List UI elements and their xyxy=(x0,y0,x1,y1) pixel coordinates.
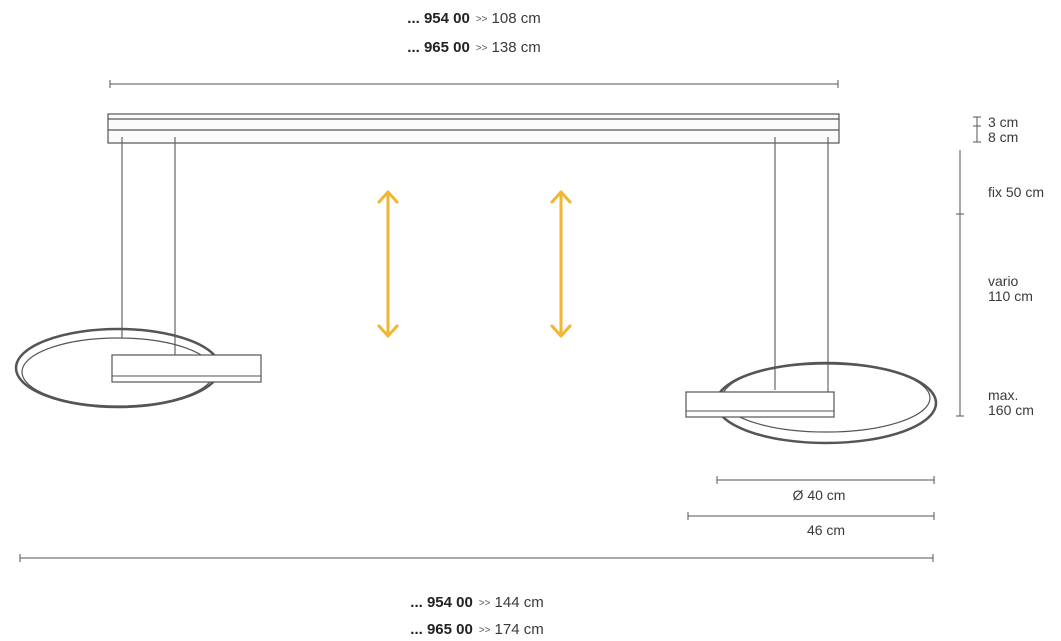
bottom-size-row-2: ... 965 00 >>174 cm xyxy=(410,622,543,637)
top-thickness-label: 3 cm xyxy=(988,114,1019,130)
top-dimension-line xyxy=(109,80,839,88)
ring-diameter-label: Ø 40 cm xyxy=(792,487,846,503)
separator: >> xyxy=(475,14,488,25)
size-value: 108 cm xyxy=(491,10,541,27)
double-arrow-icon xyxy=(550,190,572,338)
vario-label: vario xyxy=(988,273,1019,289)
bottom-dimension-line xyxy=(19,554,934,562)
top-size-row-1: ... 954 00 >>108 cm xyxy=(407,11,540,26)
model-number: ... 965 00 xyxy=(410,621,473,638)
size-value: 138 cm xyxy=(491,39,541,56)
vario-value: 110 cm xyxy=(988,288,1033,304)
ring-overall-label: 46 cm xyxy=(806,522,846,538)
thickness-labels: 3 cm 8 cm xyxy=(988,115,1018,145)
model-number: ... 954 00 xyxy=(410,594,473,611)
max-value: 160 cm xyxy=(988,402,1034,418)
separator: >> xyxy=(478,598,491,609)
model-number: ... 954 00 xyxy=(407,10,470,27)
fixed-length-text: fix 50 cm xyxy=(988,184,1045,200)
ring-diameter-line xyxy=(716,476,935,484)
double-arrow-icon xyxy=(377,190,399,338)
size-value: 144 cm xyxy=(494,594,544,611)
left-suspension xyxy=(121,137,176,355)
canopy-height-label: 8 cm xyxy=(988,129,1019,145)
right-suspension xyxy=(774,137,829,393)
max-length-label: max. 160 cm xyxy=(988,388,1034,418)
vario-length-label: vario 110 cm xyxy=(988,274,1033,304)
max-label: max. xyxy=(988,387,1019,403)
ceiling-canopy xyxy=(107,113,840,144)
left-ring xyxy=(14,327,262,409)
top-size-row-2: ... 965 00 >>138 cm xyxy=(407,40,540,55)
height-dimension-line xyxy=(956,116,981,417)
right-ring xyxy=(685,361,938,445)
model-number: ... 965 00 xyxy=(407,39,470,56)
fixed-length-label: fix 50 cm xyxy=(988,185,1044,200)
separator: >> xyxy=(478,625,491,636)
size-value: 174 cm xyxy=(494,621,544,638)
bottom-size-row-1: ... 954 00 >>144 cm xyxy=(410,595,543,610)
ring-overall-line xyxy=(687,512,935,520)
separator: >> xyxy=(475,43,488,54)
